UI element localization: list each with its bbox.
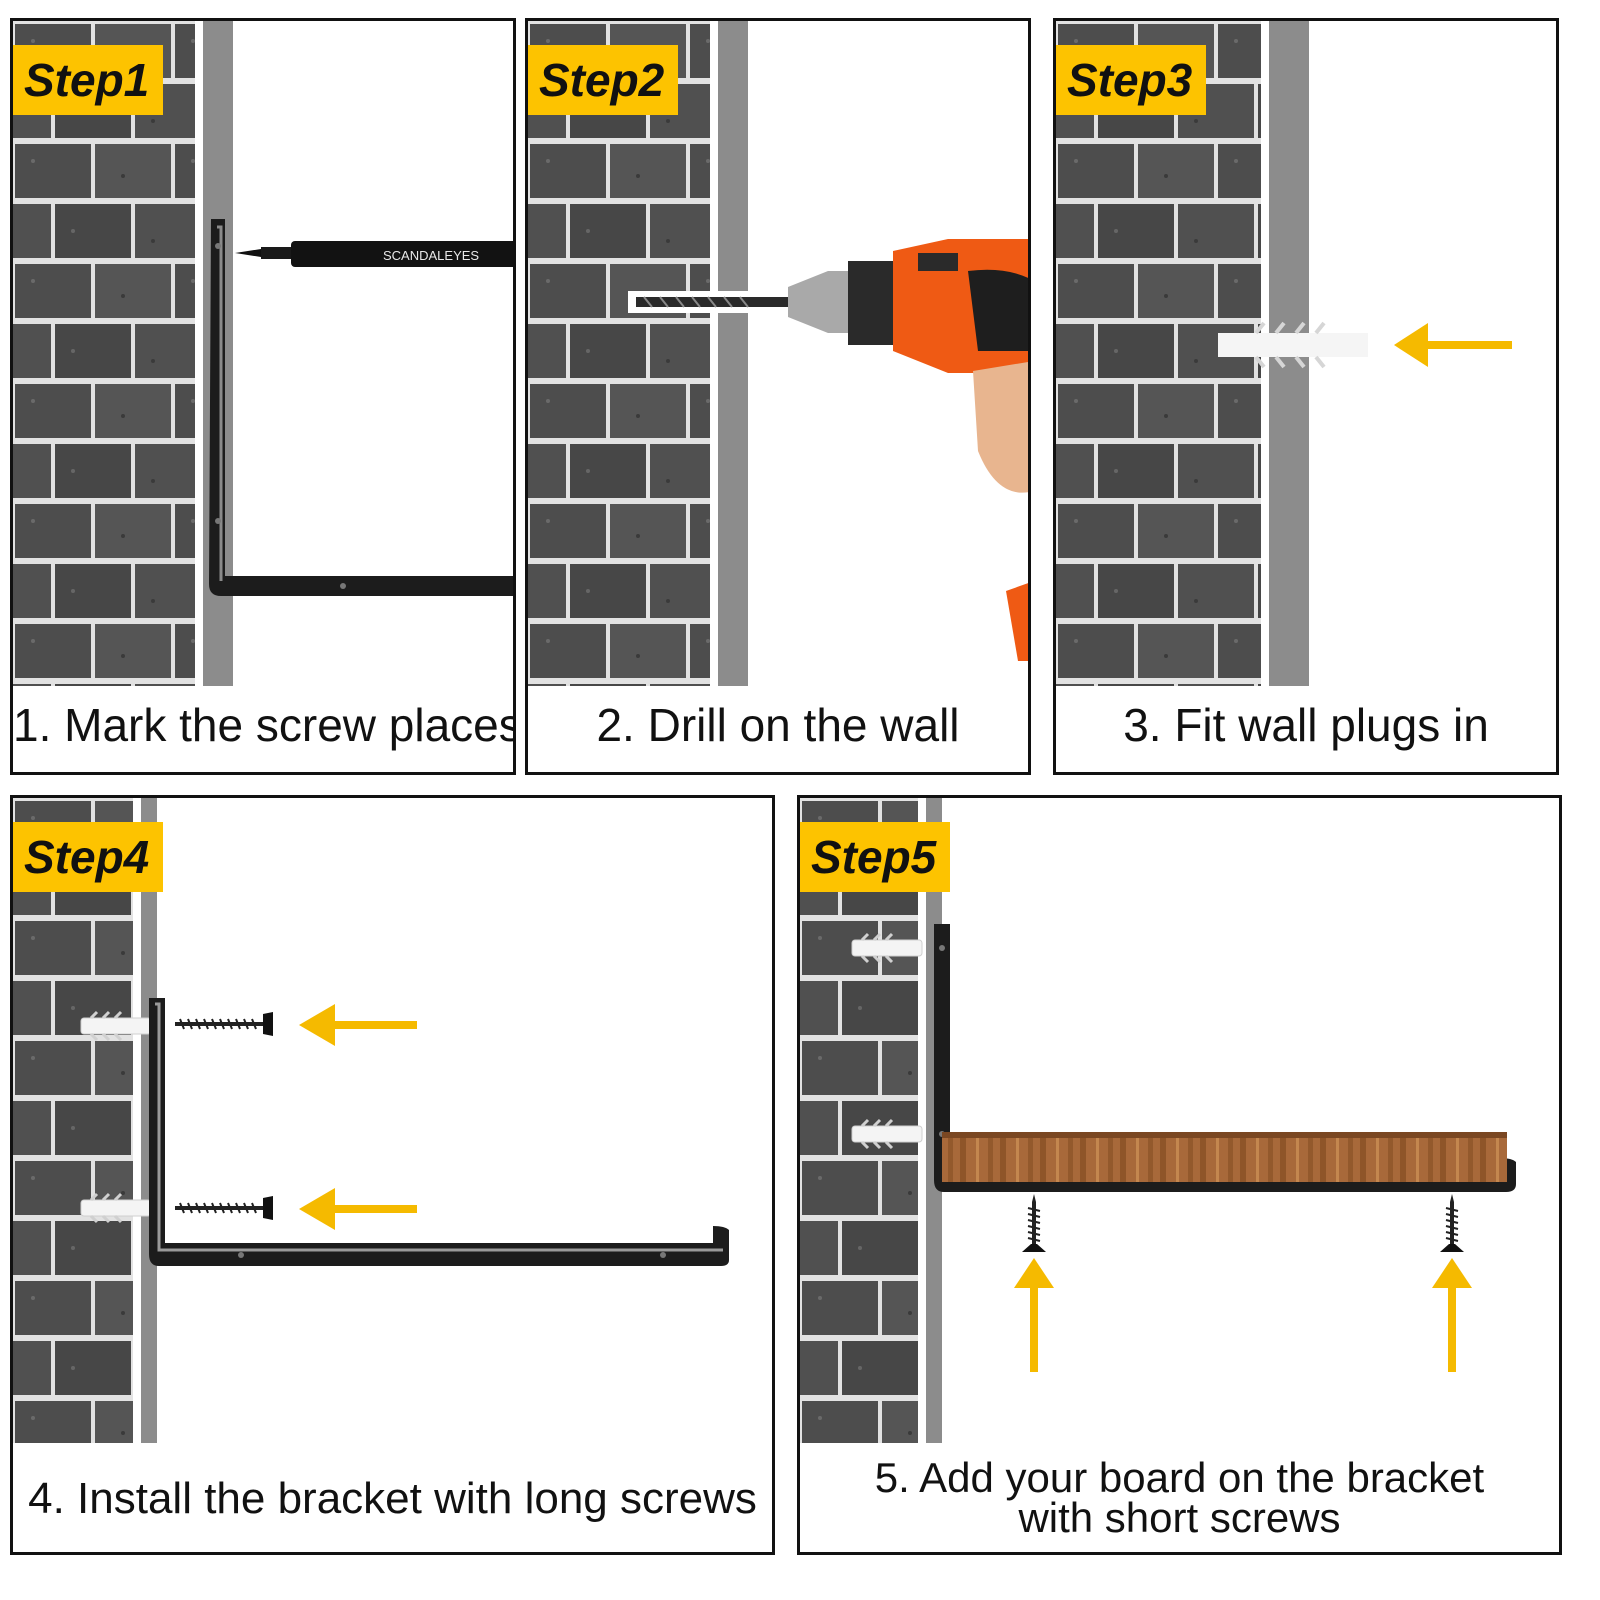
drill-icon — [628, 239, 1028, 661]
arrow-icon — [299, 1004, 417, 1046]
brick-wall — [800, 798, 918, 1443]
pen-icon: SCANDALEYES — [235, 241, 513, 267]
brick-wall — [528, 21, 710, 686]
step1-badge: Step1 — [13, 45, 164, 115]
step2-badge: Step2 — [528, 45, 679, 115]
arrow-icon — [1014, 1258, 1054, 1372]
step5-caption-line2: with short screws — [1018, 1494, 1341, 1541]
step1-caption: 1. Mark the screw places — [13, 699, 516, 751]
screw-icon — [1021, 1193, 1047, 1253]
bracket-icon — [209, 219, 513, 596]
step2-badge-label: Step2 — [539, 54, 665, 106]
arrow-icon — [1432, 1258, 1472, 1372]
step2-panel: Step2 2. Drill on the wall — [525, 18, 1031, 775]
step3-panel: Step3 3. Fit wall plugs in — [1053, 18, 1559, 775]
step4-illustration — [13, 798, 729, 1443]
step5-badge: Step5 — [800, 822, 951, 892]
brick-wall — [13, 21, 195, 686]
screw-icon — [174, 1195, 274, 1221]
step4-badge-label: Step4 — [24, 831, 150, 883]
shelf-board-icon — [942, 1132, 1507, 1182]
step1-badge-label: Step1 — [24, 54, 150, 106]
bracket-icon — [149, 998, 729, 1266]
step5-caption-line1: 5. Add your board on the bracket — [874, 1454, 1485, 1501]
step5-panel: Step5 5. Add your board on the bracket w… — [797, 795, 1562, 1555]
screw-icon — [174, 1011, 274, 1037]
step3-caption: 3. Fit wall plugs in — [1123, 699, 1489, 751]
step4-badge: Step4 — [13, 822, 164, 892]
wall-plug-icon — [1218, 321, 1368, 369]
wall-edge — [718, 21, 748, 686]
arrow-icon — [299, 1188, 417, 1230]
step5-badge-label: Step5 — [811, 831, 937, 883]
step4-panel: Step4 4. Install the bracket with long s… — [10, 795, 775, 1555]
wall-plug-icon — [79, 1010, 153, 1042]
step3-badge-label: Step3 — [1067, 54, 1193, 106]
step3-badge: Step3 — [1056, 45, 1207, 115]
step2-illustration — [528, 21, 1028, 686]
step3-illustration — [1056, 21, 1512, 686]
step4-caption: 4. Install the bracket with long screws — [28, 1474, 757, 1523]
pen-brand-label: SCANDALEYES — [383, 248, 479, 263]
brick-wall — [13, 798, 133, 1443]
step1-illustration: SCANDALEYES — [13, 21, 513, 686]
screw-icon — [1439, 1193, 1465, 1253]
step1-panel: SCANDALEYES Step1 1. Mark the screw plac… — [10, 18, 516, 775]
step2-caption: 2. Drill on the wall — [596, 699, 960, 751]
step5-caption: 5. Add your board on the bracket with sh… — [800, 1454, 1559, 1541]
step5-illustration — [800, 798, 1516, 1443]
arrow-icon — [1394, 323, 1512, 367]
wall-plug-icon — [79, 1192, 153, 1224]
